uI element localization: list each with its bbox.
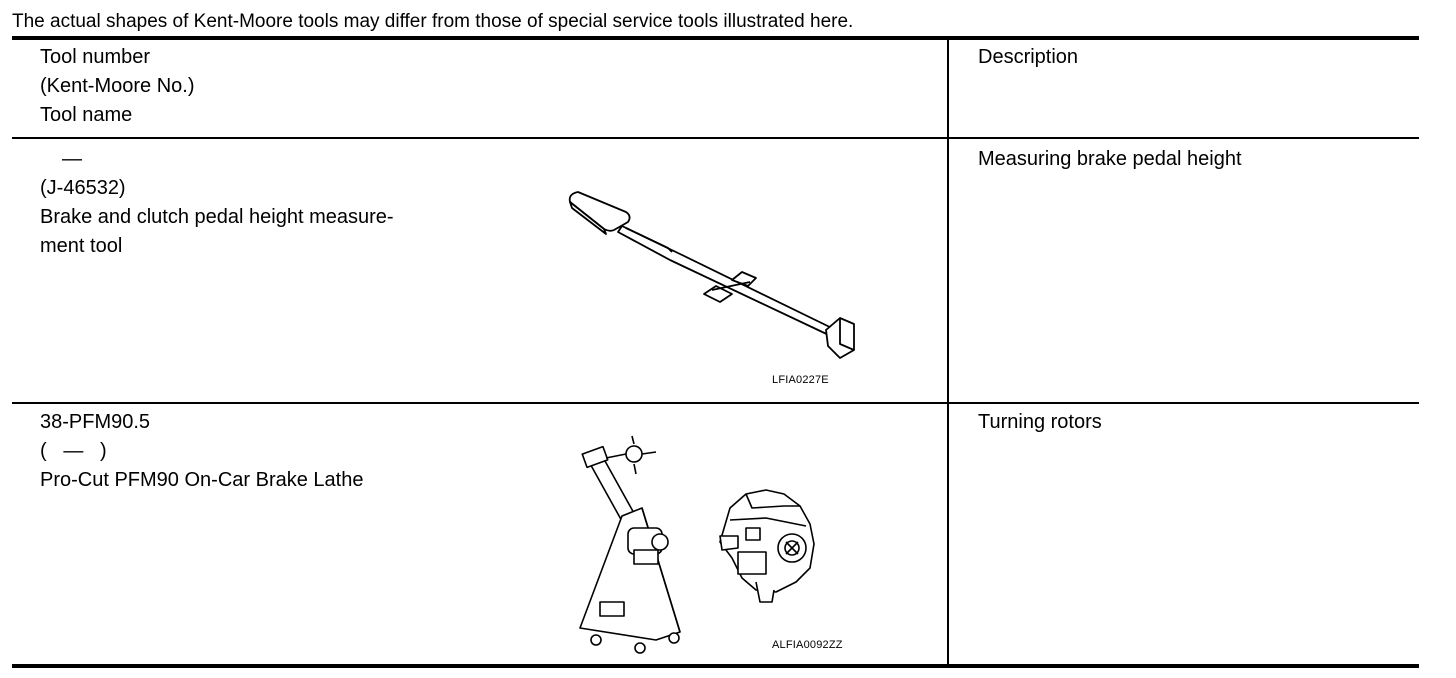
row-1-rule (12, 402, 1419, 404)
table-bottom-rule (12, 664, 1419, 668)
header-tool-number: Tool number (40, 46, 151, 68)
row-2-kent-moore-number: ( — ) (40, 440, 107, 462)
row-1-tool-name-line-1: Brake and clutch pedal height measure- (40, 206, 394, 228)
row-2-tool-column: 38-PFM90.5 ( — ) Pro-Cut PFM90 On-Car Br… (40, 408, 363, 495)
row-1-illustration-code: LFIA0227E (772, 374, 829, 386)
header-tool-column: Tool number (Kent-Moore No.) Tool name (40, 43, 195, 130)
header-tool-name: Tool name (40, 104, 133, 126)
row-2-illustration-code: ALFIA0092ZZ (772, 639, 843, 651)
brake-lathe-illustration (579, 435, 815, 654)
row-1-description: Measuring brake pedal height (978, 148, 1242, 170)
disclaimer-note: The actual shapes of Kent-Moore tools ma… (12, 11, 854, 32)
row-2-tool-name: Pro-Cut PFM90 On-Car Brake Lathe (40, 469, 364, 491)
header-kent-moore-number: (Kent-Moore No.) (40, 75, 195, 97)
row-1-tool-number: — (62, 148, 82, 170)
row-2-description: Turning rotors (978, 411, 1102, 433)
row-1-tool-column: — (J-46532) Brake and clutch pedal heigh… (40, 145, 394, 261)
row-1-kent-moore-number: (J-46532) (40, 177, 126, 199)
pedal-height-tool-illustration (568, 191, 855, 359)
header-description: Description (978, 46, 1079, 68)
header-row-rule (12, 137, 1419, 139)
column-divider (947, 36, 949, 667)
row-2-tool-number: 38-PFM90.5 (40, 411, 151, 433)
row-1-tool-name-line-2: ment tool (40, 235, 123, 257)
table-top-rule (12, 36, 1419, 40)
